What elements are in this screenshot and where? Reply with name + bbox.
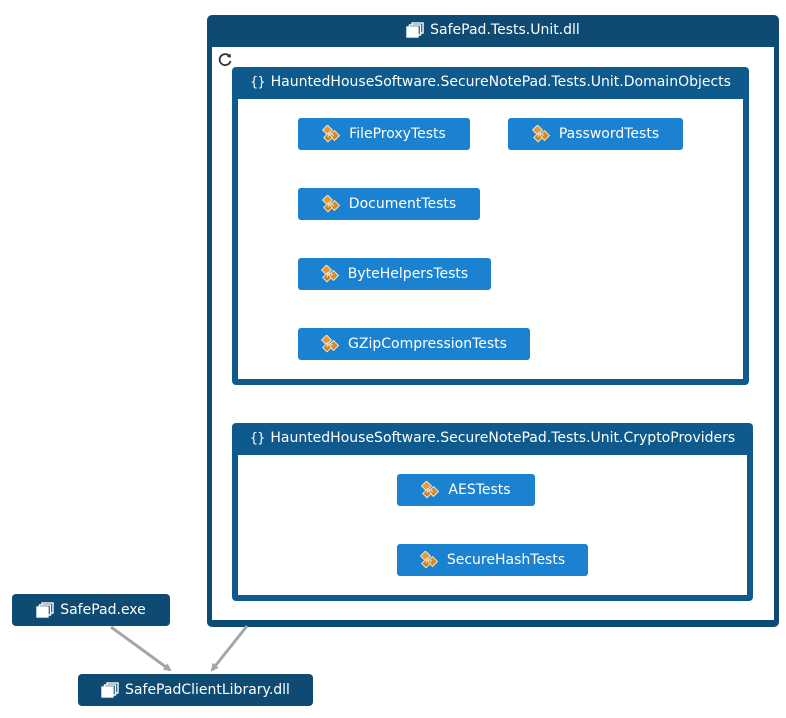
class-icon [321, 265, 341, 283]
class-label: ByteHelpersTests [347, 266, 469, 282]
class-node-aes-tests[interactable]: AESTests [397, 474, 535, 506]
dependency-arrow-exe-to-client [110, 625, 172, 672]
class-node-byte-helpers-tests[interactable]: ByteHelpersTests [298, 258, 491, 290]
namespace-icon: {} [250, 74, 266, 90]
assembly-label: SafePadClientLibrary.dll [125, 682, 290, 698]
class-icon [322, 125, 342, 143]
class-icon [421, 481, 441, 499]
namespace-icon: {} [249, 430, 266, 446]
assembly-title: SafePad.Tests.Unit.dll [430, 22, 580, 38]
refresh-icon[interactable] [217, 51, 233, 67]
class-icon [321, 335, 341, 353]
class-label: FileProxyTests [349, 126, 446, 142]
assembly-label: SafePad.exe [60, 602, 146, 618]
class-icon [532, 125, 552, 143]
class-label: PasswordTests [558, 126, 660, 142]
namespace-header: {} HauntedHouseSoftware.SecureNotePad.Te… [232, 67, 749, 97]
class-label: SecureHashTests [446, 552, 566, 568]
assembly-icon [36, 602, 54, 618]
class-label: GZipCompressionTests [348, 336, 507, 352]
namespace-title: HauntedHouseSoftware.SecureNotePad.Tests… [270, 74, 731, 90]
namespace-header: {} HauntedHouseSoftware.SecureNotePad.Te… [232, 423, 753, 453]
class-icon [322, 195, 342, 213]
assembly-header: SafePad.Tests.Unit.dll [207, 15, 779, 45]
class-icon [420, 551, 440, 569]
class-label: DocumentTests [348, 196, 457, 212]
dependency-arrow-tests-to-client [210, 625, 249, 672]
class-node-file-proxy-tests[interactable]: FileProxyTests [298, 118, 470, 150]
assembly-icon [406, 22, 424, 38]
class-node-password-tests[interactable]: PasswordTests [508, 118, 683, 150]
namespace-title: HauntedHouseSoftware.SecureNotePad.Tests… [270, 430, 736, 446]
assembly-icon [101, 682, 119, 698]
assembly-node-safepad-client-library[interactable]: SafePadClientLibrary.dll [78, 674, 313, 706]
class-node-gzip-compression-tests[interactable]: GZipCompressionTests [298, 328, 530, 360]
assembly-node-safepad-exe[interactable]: SafePad.exe [12, 594, 170, 626]
class-node-secure-hash-tests[interactable]: SecureHashTests [397, 544, 588, 576]
class-node-document-tests[interactable]: DocumentTests [298, 188, 480, 220]
class-label: AESTests [448, 482, 511, 498]
